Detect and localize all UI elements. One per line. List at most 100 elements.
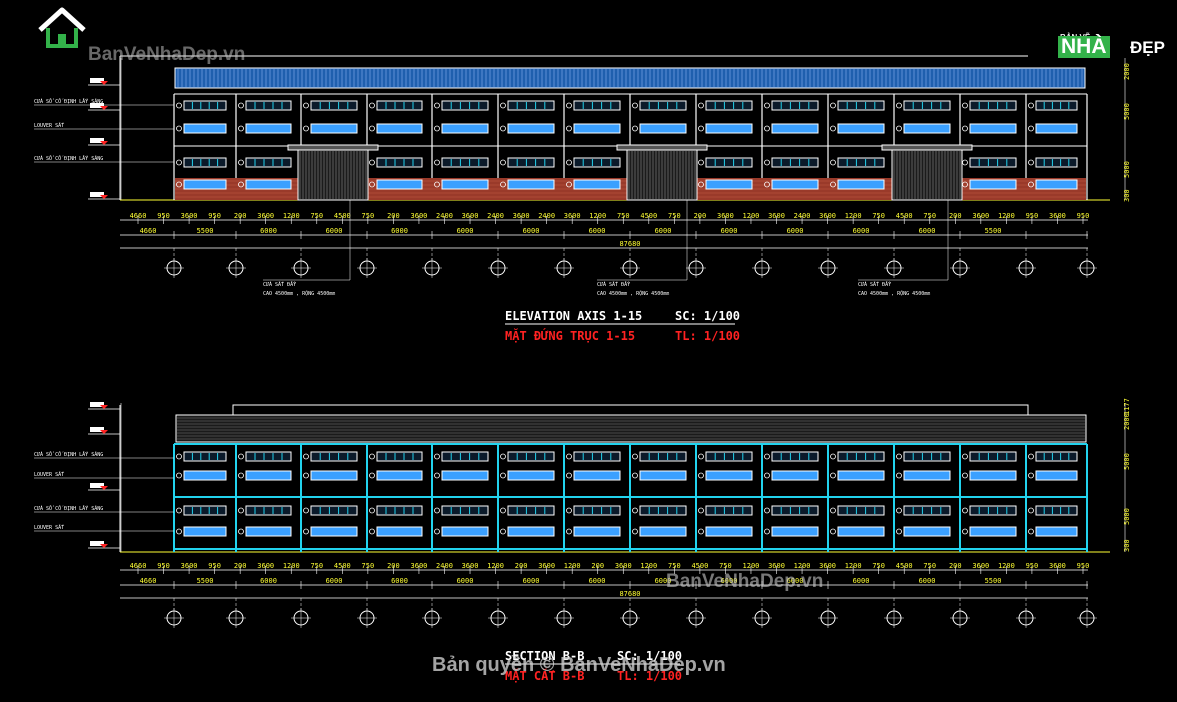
light-fixture [303,507,309,514]
window [639,526,687,537]
window [507,157,555,168]
window [441,123,489,134]
window [183,100,227,111]
light-fixture [303,453,309,460]
window [705,179,753,190]
dim-label-row1: 750 [923,562,936,570]
dim-label-row1: 200 [591,562,604,570]
light-fixture [764,507,770,514]
light-fixture [566,125,572,132]
window [376,157,423,168]
dim-label-row2: 6000 [589,577,606,585]
right-dim-label: 5000 [1123,161,1131,178]
section-title: SECTION B-B [505,649,584,663]
dim-label-row1: 3600 [564,212,581,220]
dim-label-row2: 6000 [853,577,870,585]
light-fixture [566,102,572,109]
light-fixture [238,472,244,479]
light-fixture [369,472,375,479]
elevation-scale: SC: 1/100 [675,309,740,323]
elevation-title: ELEVATION AXIS 1-15 [505,309,642,323]
dim-label-row1: 4500 [334,212,351,220]
dim-label-row1: 3600 [615,562,632,570]
window [969,157,1017,168]
light-fixture [962,453,968,460]
right-dim-label: 300 [1123,539,1131,552]
window [969,470,1017,481]
dim-label-row1: 4500 [640,212,657,220]
light-fixture [434,159,440,166]
dim-label-row1: 1200 [743,562,760,570]
window [639,505,687,516]
light-fixture [238,181,244,188]
window [573,179,621,190]
window [639,451,687,462]
dim-label-row1: 3600 [513,212,530,220]
dim-label-row1: 750 [719,562,732,570]
light-fixture [303,472,309,479]
light-fixture [566,159,572,166]
window [771,526,819,537]
dim-label-row2: 6000 [457,227,474,235]
material-note: CỬA SỔ CỐ ĐỊNH LẤY SÁNG [34,451,103,458]
window [245,505,292,516]
door-note-size: CAO 4500mm , RỘNG 4500mm [263,289,335,297]
dim-label-row1: 750 [872,212,885,220]
light-fixture [698,159,704,166]
window [837,157,885,168]
window [573,123,621,134]
level-marker-icon [100,405,108,409]
dim-label-row1: 750 [362,212,375,220]
light-fixture [369,507,375,514]
dim-label-row1: 3600 [768,212,785,220]
window [376,470,423,481]
dim-label-row1: 2400 [436,212,453,220]
window [245,451,292,462]
light-fixture [176,181,182,188]
door-note-size: CAO 4500mm , RỘNG 4500mm [597,289,669,297]
light-fixture [369,159,375,166]
dim-label-row2: 6000 [391,227,408,235]
window [705,100,753,111]
dim-label-row1: 750 [310,562,323,570]
light-fixture [176,102,182,109]
light-fixture [369,528,375,535]
light-fixture [632,472,638,479]
dim-label-row1: 3600 [462,562,479,570]
level-marker-icon [100,544,108,548]
window [183,123,227,134]
window [837,526,885,537]
level-marker-icon [100,430,108,434]
light-fixture [238,159,244,166]
window [310,100,358,111]
light-fixture [500,159,506,166]
dim-label-row2: 6000 [721,577,738,585]
light-fixture [303,102,309,109]
dim-label-row1: 750 [923,212,936,220]
dim-label-row2: 6000 [787,577,804,585]
level-tag [90,78,104,83]
dim-label-row2: 6000 [655,227,672,235]
light-fixture [830,528,836,535]
dim-label-row1: 3600 [819,212,836,220]
dim-total-label: 87680 [619,240,640,248]
material-note: CỬA SỔ CỐ ĐỊNH LẤY SÁNG [34,155,103,162]
dim-label-row1: 1200 [998,562,1015,570]
watermark-copyright: Bản quyền © BanVeNhaDep.vn [432,654,726,676]
level-tag [90,427,104,432]
level-marker-icon [100,141,108,145]
window [837,470,885,481]
window [441,470,489,481]
light-fixture [698,125,704,132]
window [376,526,423,537]
dim-label-row1: 3600 [1049,212,1066,220]
right-dim-label: 2000 [1123,63,1131,80]
dim-label-row2: 6000 [919,577,936,585]
light-fixture [1028,125,1034,132]
dim-label-row2: 4660 [140,227,157,235]
light-fixture [896,453,902,460]
dim-label-row1: 750 [617,212,630,220]
material-note: CỬA SỔ CỐ ĐỊNH LẤY SÁNG [34,505,103,512]
